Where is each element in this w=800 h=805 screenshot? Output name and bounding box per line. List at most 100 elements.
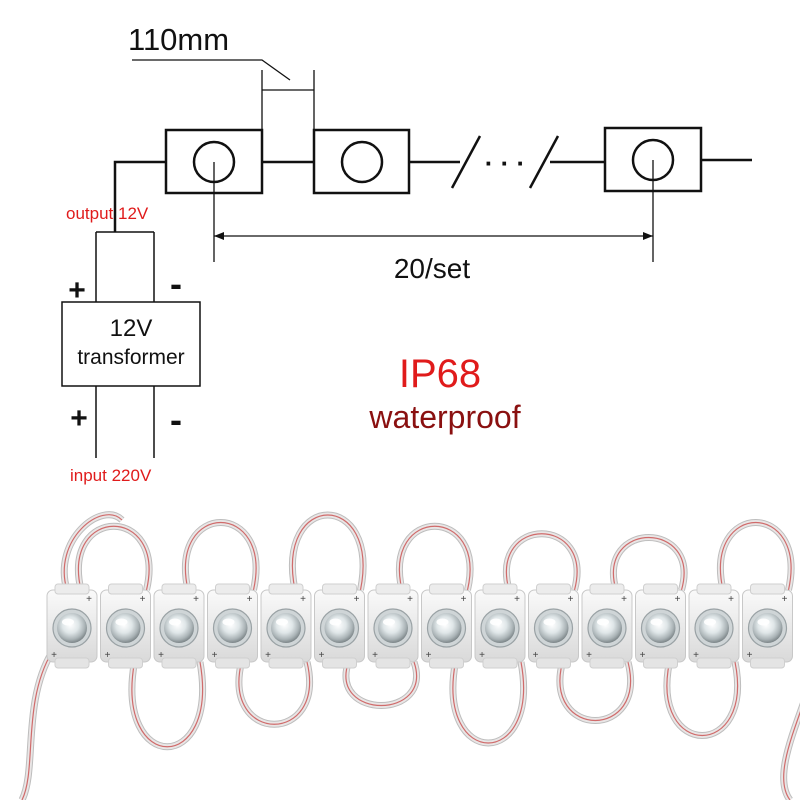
led-polarity-mark: + — [693, 650, 699, 661]
led-module-tab-top — [215, 583, 250, 595]
led-polarity-mark: + — [586, 650, 592, 661]
led-lens — [378, 613, 408, 643]
led-polarity-mark: + — [479, 650, 485, 661]
led-polarity-plus: + — [675, 594, 681, 605]
wire-loop — [397, 523, 473, 591]
led-module-tab-top — [589, 583, 625, 595]
led-lens-highlight — [329, 618, 342, 626]
module-lens-2 — [340, 140, 384, 184]
led-module-tab-top — [429, 583, 464, 595]
led-lens — [324, 613, 355, 643]
wire-loop — [236, 661, 312, 727]
wire-loop-stripe — [506, 533, 578, 591]
led-module-tab-bottom — [696, 657, 732, 669]
led-polarity-mark: + — [426, 650, 432, 661]
wire-loop — [183, 520, 259, 591]
led-lens — [699, 613, 729, 643]
led-polarity-plus: + — [193, 594, 199, 605]
led-module-string-photo: ++++++++++++++++++++++++++++ — [18, 511, 800, 803]
led-polarity-plus: + — [300, 594, 306, 605]
led-module-tab-top — [161, 583, 197, 595]
led-lens — [485, 613, 515, 643]
led-lens — [217, 613, 248, 643]
transformer-label: transformer — [77, 346, 184, 369]
led-lens-highlight — [62, 618, 74, 626]
led-lens — [271, 613, 301, 643]
dim-arrow-left — [214, 232, 224, 240]
led-lens-highlight — [276, 618, 288, 626]
in-minus-sign: - — [170, 399, 182, 440]
led-module-tab-top — [536, 583, 571, 595]
wire-loop — [611, 535, 687, 591]
led-lens — [110, 613, 141, 643]
led-module-tab-top — [643, 583, 678, 595]
wire-loop — [129, 661, 205, 750]
input-label: input 220V — [70, 466, 152, 485]
output-label: output 12V — [66, 204, 149, 223]
led-module-tab-bottom — [54, 657, 90, 669]
led-polarity-plus: + — [86, 594, 92, 605]
led-module-tab-top — [696, 583, 732, 595]
led-polarity-mark: + — [747, 650, 753, 661]
led-lens — [592, 613, 622, 643]
led-polarity-mark: + — [372, 650, 378, 661]
wire-loop — [343, 661, 419, 708]
led-lens-highlight — [115, 618, 128, 626]
led-module-tab-top — [482, 583, 518, 595]
led-polarity-plus: + — [514, 594, 520, 605]
chain-ellipsis: · · · — [485, 148, 525, 178]
led-module-tab-bottom — [589, 657, 625, 669]
led-lens — [752, 613, 783, 643]
led-module-tab-top — [108, 583, 143, 595]
led-polarity-mark: + — [640, 650, 646, 661]
lead-wire-stripe — [21, 651, 53, 801]
led-module-tab-bottom — [322, 657, 357, 669]
led-module-tab-bottom — [161, 657, 197, 669]
wire-loop — [290, 512, 366, 591]
led-lens — [538, 613, 569, 643]
wire-loop-stripe — [345, 661, 417, 707]
led-module-tab-bottom — [536, 657, 571, 669]
led-module-tab-top — [375, 583, 411, 595]
count-label: 20/set — [394, 253, 470, 284]
break-slash-1 — [450, 135, 482, 189]
module-box-2 — [312, 128, 411, 195]
led-polarity-mark: + — [265, 650, 271, 661]
schematic — [61, 59, 752, 458]
wire-loop-stripe — [559, 661, 631, 721]
led-module-tab-bottom — [108, 657, 143, 669]
led-lens-highlight — [650, 618, 663, 626]
in-plus-sign: + — [70, 402, 88, 435]
led-module-tab-bottom — [215, 657, 250, 669]
wire-loop-stripe — [720, 521, 792, 591]
wire-loop-stripe — [399, 525, 471, 591]
wire-loop-stripe — [131, 661, 204, 748]
led-polarity-mark: + — [158, 650, 164, 661]
transformer-voltage: 12V — [110, 315, 153, 342]
led-module-tab-bottom — [482, 657, 518, 669]
led-lens-highlight — [597, 618, 609, 626]
led-polarity-plus: + — [728, 594, 734, 605]
wire-loop-stripe — [185, 521, 257, 591]
led-lens-highlight — [490, 618, 502, 626]
wire-loop — [557, 661, 633, 723]
led-module-tab-top — [54, 583, 90, 595]
out-plus-sign: + — [68, 274, 86, 307]
led-lens-highlight — [383, 618, 395, 626]
led-lens-highlight — [704, 618, 716, 626]
led-lens-highlight — [757, 618, 770, 626]
led-polarity-mark: + — [51, 650, 57, 661]
led-polarity-plus: + — [782, 594, 788, 605]
led-module-tab-bottom — [429, 657, 464, 669]
wire-loop — [718, 520, 794, 591]
led-lens — [57, 613, 87, 643]
led-module-tab-bottom — [750, 657, 785, 669]
led-polarity-plus: + — [354, 594, 360, 605]
spacing-label: 110mm — [128, 22, 229, 57]
wire-loop-stripe — [666, 661, 738, 737]
led-polarity-plus: + — [568, 594, 574, 605]
led-lens — [164, 613, 194, 643]
lead-wire — [19, 650, 55, 802]
